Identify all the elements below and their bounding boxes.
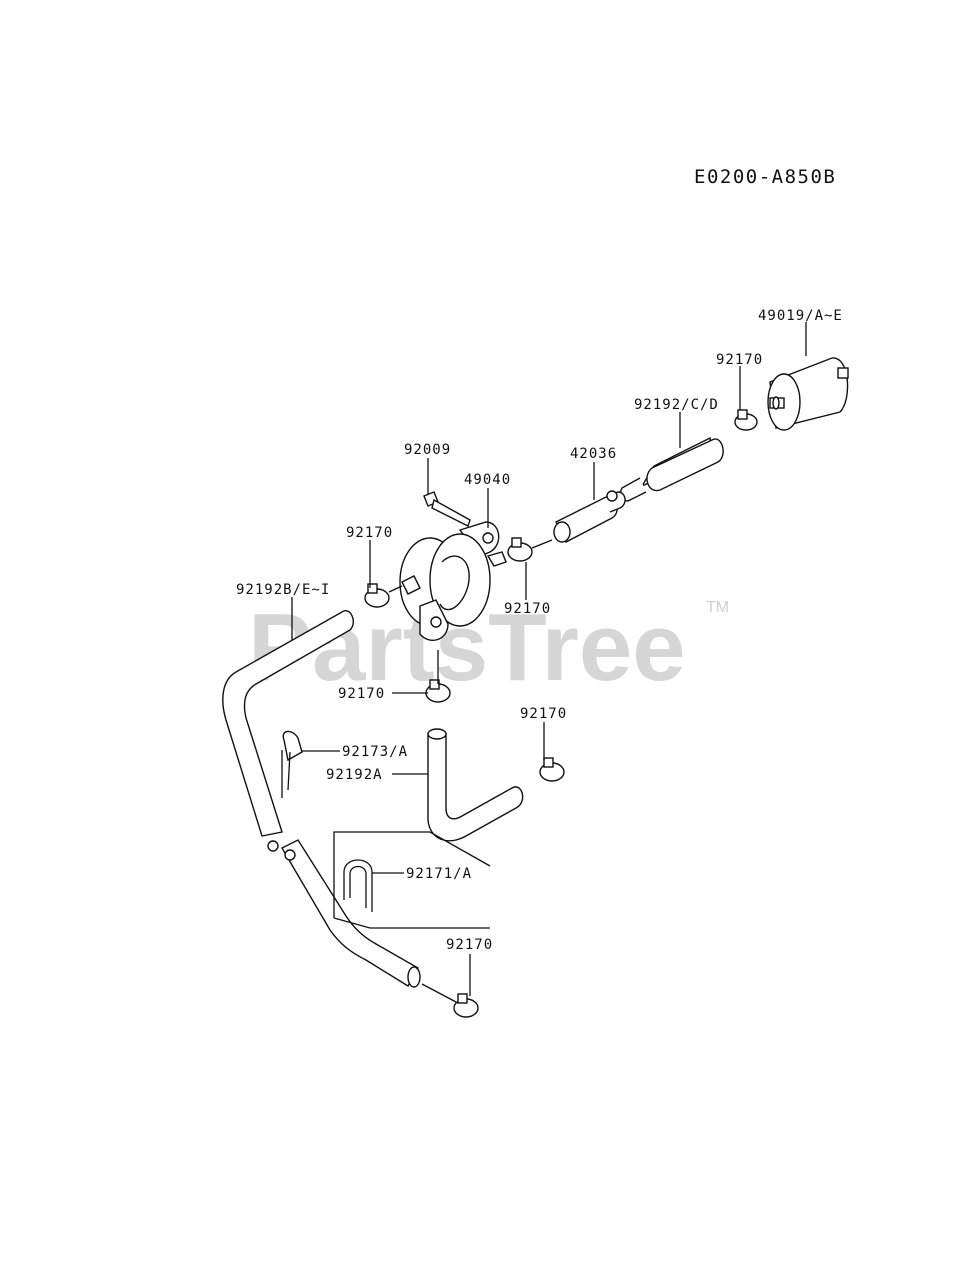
hose-clip-part[interactable]	[281, 730, 303, 798]
label-pump[interactable]: 49040	[464, 472, 511, 488]
label-bolt[interactable]: 92009	[404, 442, 451, 458]
fuel-pump-part[interactable]	[399, 521, 507, 642]
fuel-fitting-part[interactable]	[553, 490, 626, 543]
bolt-part[interactable]	[423, 491, 471, 527]
hose-clamp-elbow[interactable]	[539, 757, 565, 782]
diagram-code: E0200-A850B	[694, 166, 836, 188]
hose-clamp-pump-left[interactable]	[364, 583, 403, 608]
label-clamp-filter[interactable]: 92170	[716, 352, 763, 368]
hose-clamp-bottom[interactable]	[421, 983, 479, 1018]
label-fitting[interactable]: 42036	[570, 446, 617, 462]
hose-clamp-filter[interactable]	[734, 409, 758, 431]
fuel-filter-part[interactable]	[767, 357, 849, 431]
label-clamp-bottom[interactable]: 92170	[446, 937, 493, 953]
label-clamp-pump-bottom[interactable]: 92170	[338, 686, 385, 702]
watermark-trademark: TM	[706, 599, 729, 616]
bracket-frame	[333, 831, 491, 929]
hose-clamp-pump-right[interactable]	[507, 537, 553, 562]
fuel-hose-elbow-part[interactable]	[427, 728, 524, 842]
label-clamp-pump-right[interactable]: 92170	[504, 601, 551, 617]
label-hose-upper[interactable]: 92192/C/D	[634, 397, 719, 413]
label-hose-long[interactable]: 92192B/E~I	[236, 582, 330, 598]
fuel-hose-long-part[interactable]	[222, 610, 421, 988]
label-hose-elbow[interactable]: 92192A	[326, 767, 383, 783]
bracket-clamp-part[interactable]	[343, 859, 373, 912]
label-clip[interactable]: 92173/A	[342, 744, 408, 760]
label-clamp-pump-left[interactable]: 92170	[346, 525, 393, 541]
hose-clamp-pump-bottom[interactable]	[425, 650, 451, 703]
label-filter[interactable]: 49019/A~E	[758, 308, 843, 324]
label-clamp-elbow[interactable]: 92170	[520, 706, 567, 722]
fuel-hose-upper-part[interactable]	[620, 436, 724, 502]
label-bracket-clamp[interactable]: 92171/A	[406, 866, 472, 882]
